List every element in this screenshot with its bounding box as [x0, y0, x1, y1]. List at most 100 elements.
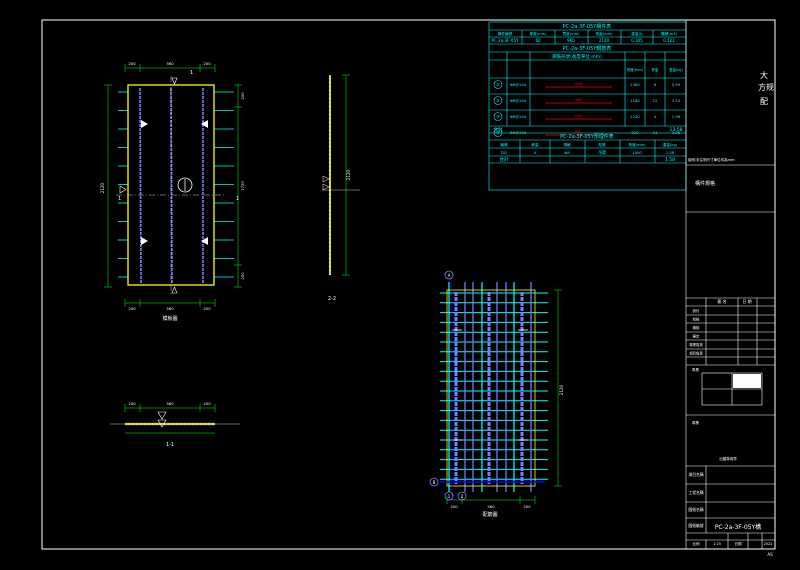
rebar-bottom-dim: 560 — [487, 504, 495, 509]
embed-row-cell: 吊環 — [598, 150, 606, 155]
plan-right-dim: 1720 — [240, 181, 245, 191]
title-block-row-label: 項目名稱 — [688, 472, 703, 477]
rebar-id-circle — [493, 128, 503, 137]
embed-header-cell: 型號 — [598, 142, 606, 147]
rebar-len: 2360 — [630, 82, 640, 87]
panel-row-cell: PC-2a-3F-05Y — [492, 38, 519, 43]
plan-bottom-dim: 200 — [128, 306, 136, 311]
rebar-header-cell: 重量(kg) — [669, 67, 683, 72]
title-block-row-label: 工程名稱 — [688, 490, 703, 495]
rebar-bottom-dims: 200 560 200 — [450, 504, 531, 509]
review-header-sign: 簽 名 — [717, 298, 726, 304]
rebar-qty: 6 — [654, 82, 657, 87]
component-tables — [488, 21, 687, 191]
panel-header-cell: 構件編號 — [498, 31, 513, 36]
rebar-total-value: 13.58 — [670, 127, 683, 133]
rebar-axis-a: A — [448, 273, 451, 278]
section-11-dim: 560 — [166, 401, 174, 406]
embed-row-cell: 1.58 — [666, 150, 675, 155]
rebar-qty: 4 — [654, 114, 657, 119]
embed-total-label: 合計 — [500, 156, 509, 163]
stamp-label: 專業 — [692, 367, 700, 372]
embed-total-value: 1.58 — [665, 157, 675, 163]
embed-table-title: PC-2a-3F-05Y預埋件表 — [560, 133, 614, 140]
drawing-number: PC-2a-3F-05Y構 — [715, 523, 761, 531]
plan-section-mark-left: 1 — [118, 196, 121, 202]
vertical-title-char: 配 — [760, 97, 768, 106]
plan-caption: 模板圖 — [162, 315, 177, 322]
rebar-shape-dim: 1060 — [573, 98, 583, 102]
stamp-fill — [733, 374, 761, 388]
rebar-id: ③ — [496, 114, 500, 119]
section-11-dims: 200 560 200 — [128, 401, 211, 406]
rebar-axis-1: 1 — [448, 494, 451, 499]
rebar-bottom-dim: 200 — [450, 504, 458, 509]
rebar-qty: 14 — [653, 130, 658, 135]
section-22-dim: 2120 — [346, 169, 351, 180]
rebar-shape-dim: 2200 — [573, 114, 583, 118]
rebar-bottom-dim: 200 — [523, 504, 531, 509]
rebar-shape-dim: 880 — [575, 130, 583, 134]
rebar-plan — [429, 270, 562, 504]
rebar-id-circle — [493, 112, 503, 121]
plan-left-dim: 2120 — [100, 182, 105, 193]
embed-header-cell: 編號 — [500, 142, 508, 147]
section-11-dim: 200 — [203, 401, 211, 406]
review-row-label: 專業負責 — [689, 342, 703, 347]
rebar-spec: Ф8@200 — [510, 82, 527, 87]
vertical-title-char: 方 — [758, 82, 766, 92]
plan-top-dim: 560 — [166, 61, 174, 66]
rebar-shape-dim: 2240 — [573, 82, 583, 86]
plan-section-mark: 1 — [190, 70, 193, 76]
review-row-label: 項目負責 — [689, 351, 703, 356]
date-value: 2022 — [764, 542, 773, 546]
embed-row-cell: 4 — [534, 150, 537, 155]
section-11-dim: 200 — [128, 401, 136, 406]
rebar-spec: Ф6@200 — [510, 98, 527, 103]
title-block-row-label: 圖紙編號 — [688, 523, 703, 528]
rebar-header-cell: 長度(mm) — [627, 67, 644, 72]
rebar-id-circle — [493, 96, 503, 105]
rebar-axis-b: B — [433, 480, 436, 485]
panel-row-cell: 0.305 — [631, 38, 643, 43]
review-row-label: 審核 — [693, 325, 700, 330]
plan-section-mark-right: 1 — [236, 196, 239, 202]
section-22-caption: 2-2 — [328, 296, 336, 302]
title-block-row-label: 圖紙名稱 — [688, 507, 703, 512]
rebar-spec: Ф6@200 — [510, 130, 527, 135]
plan-bottom-dim: 200 — [203, 306, 211, 311]
review-row-label: 校核 — [693, 317, 700, 322]
rebar-qty: 12 — [653, 98, 658, 103]
panel-header-cell: 長度(mm) — [596, 31, 614, 36]
review-header-date: 日 期 — [742, 298, 751, 304]
plan-bottom-dim: 560 — [166, 306, 174, 311]
panel-table-headers: 構件編號厚度(mm)寬度(mm)長度(mm)重量(t)體積(m3) — [498, 31, 678, 36]
embed-header-cell: 數量 — [531, 142, 539, 147]
rebar-id: ① — [496, 82, 500, 87]
rebar-id: ② — [496, 98, 500, 103]
corner-mark: AS — [767, 552, 773, 557]
rebar-table-subheader: 鋼筋形狀(長度單位:mm) — [552, 53, 602, 60]
section-11-caption: 1-1 — [166, 442, 174, 448]
embed-table-headers: 編號數量規格型號長度(mm)重量(kg) — [500, 142, 677, 147]
rebar-table-extra-headers: 長度(mm)數量重量(kg) — [627, 67, 683, 72]
embed-row-cell: 1000 — [632, 150, 642, 155]
stamp-note: 出圖專用章 — [719, 456, 737, 461]
panel-header-cell: 重量(t) — [631, 31, 643, 36]
section-label: 構件規格 — [695, 180, 715, 187]
section-1-1 — [110, 404, 240, 434]
panel-header-cell: 體積(m3) — [661, 31, 677, 36]
vertical-title-char: 规 — [766, 82, 774, 92]
vertical-title-char: 大 — [760, 70, 768, 80]
rebar-spec: Ф6@200 — [510, 114, 527, 119]
rebar-total-label: 合計 — [494, 126, 503, 133]
embed-header-cell: 長度(mm) — [629, 142, 647, 147]
scale-value: 1:25 — [713, 542, 721, 546]
plan-view — [104, 64, 242, 307]
